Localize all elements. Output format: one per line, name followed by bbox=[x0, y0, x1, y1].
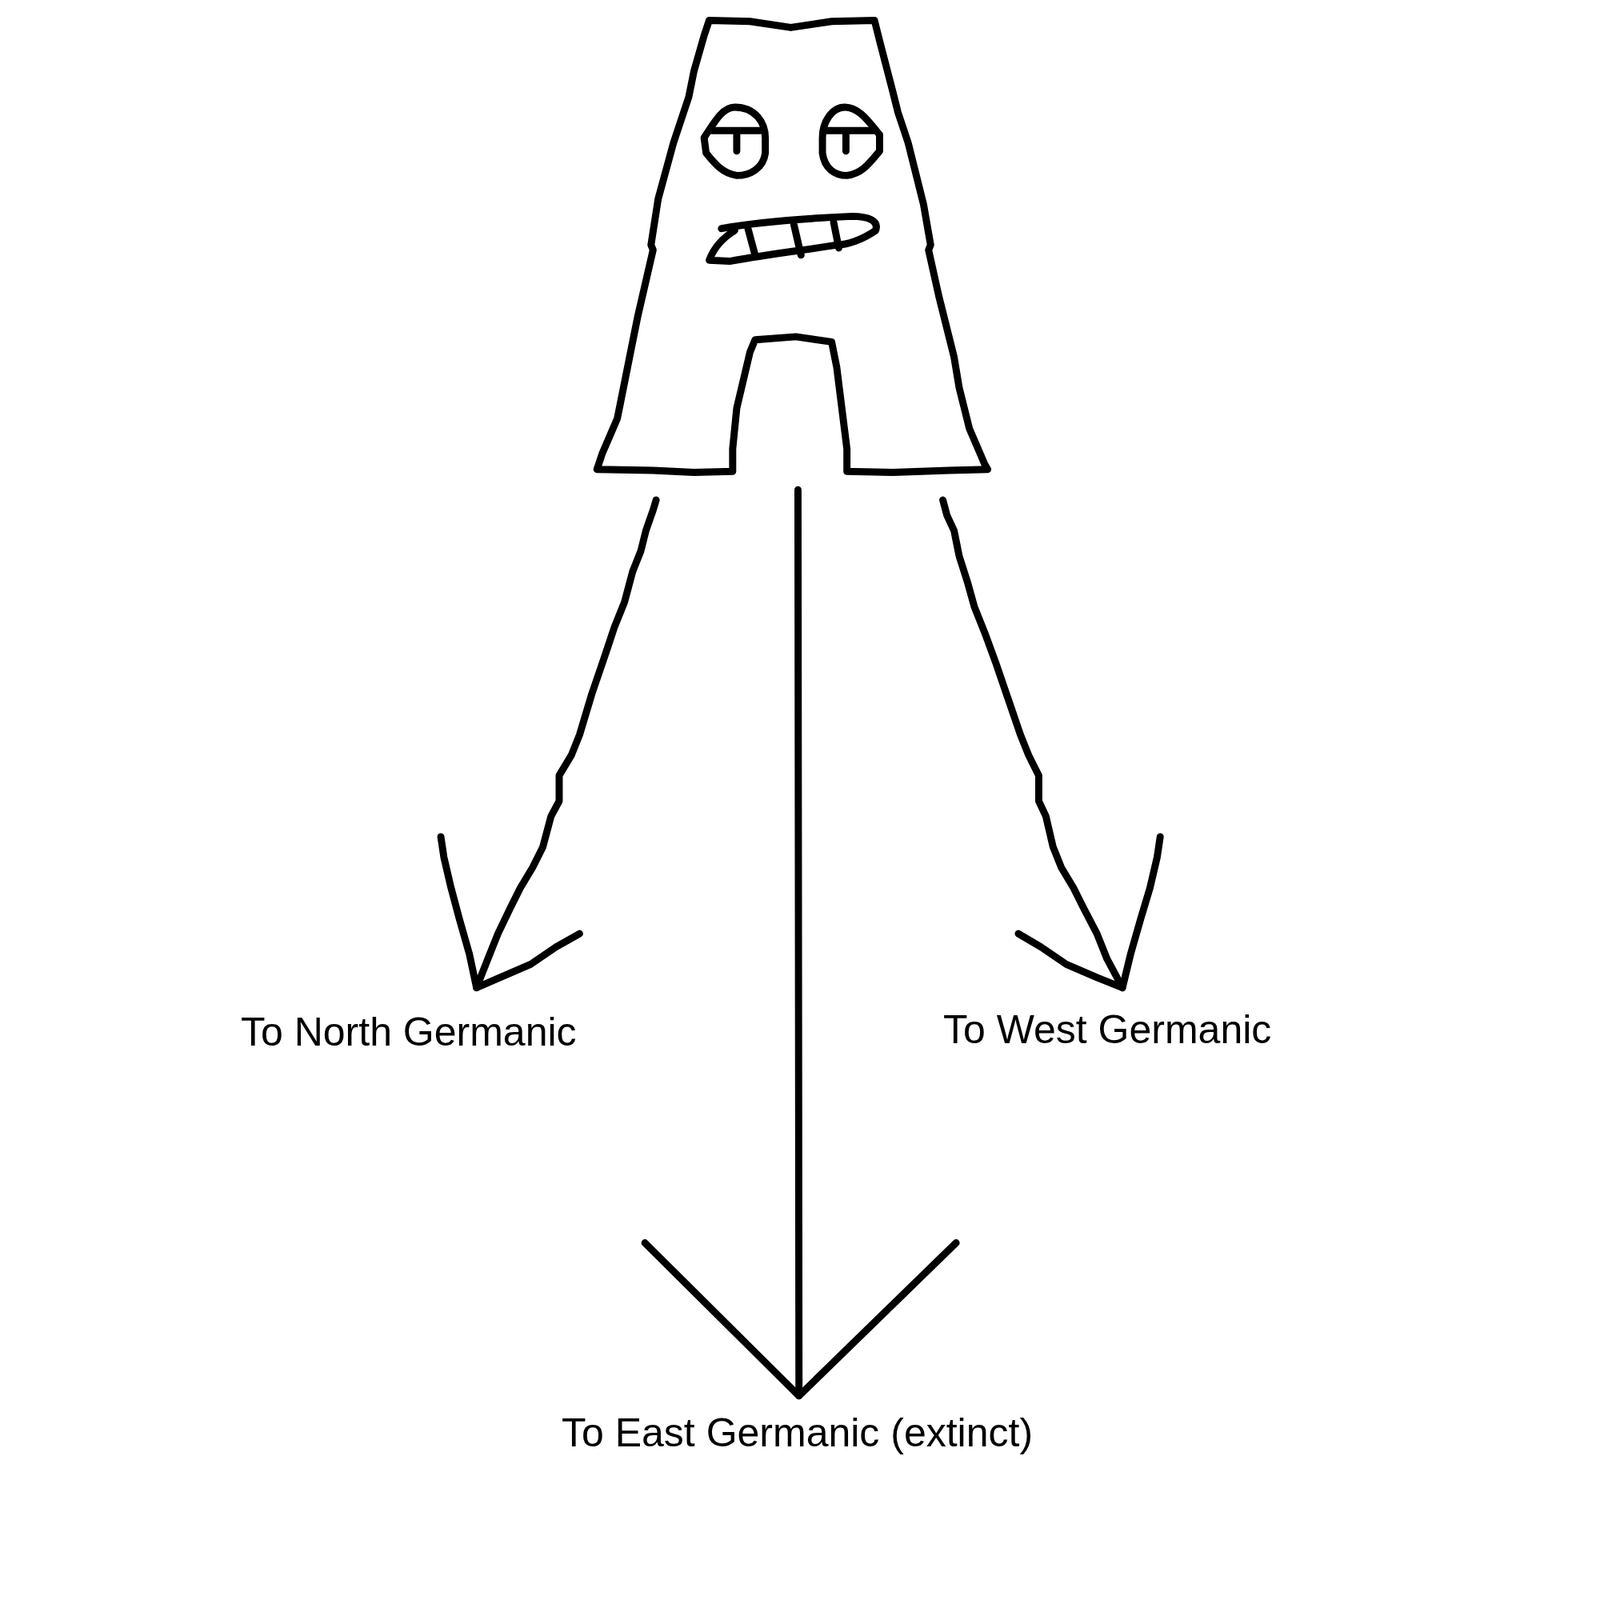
arrow-head bbox=[1018, 836, 1160, 988]
branch-label: To North Germanic bbox=[240, 1009, 577, 1056]
left-eye bbox=[704, 107, 766, 176]
branch-arrow bbox=[943, 500, 1123, 988]
left-eyelid bbox=[712, 130, 760, 152]
branch-arrow bbox=[797, 489, 799, 1396]
arrow-head bbox=[644, 1243, 956, 1396]
letter-character bbox=[596, 20, 988, 473]
branch-label: To East Germanic (extinct) bbox=[561, 1410, 1033, 1457]
branch-arrow bbox=[476, 500, 656, 988]
right-eyelid bbox=[824, 130, 876, 152]
mouth bbox=[708, 216, 876, 261]
right-eye bbox=[822, 107, 880, 176]
arrow-head bbox=[440, 836, 580, 988]
branch-label: To West Germanic bbox=[943, 1007, 1272, 1054]
